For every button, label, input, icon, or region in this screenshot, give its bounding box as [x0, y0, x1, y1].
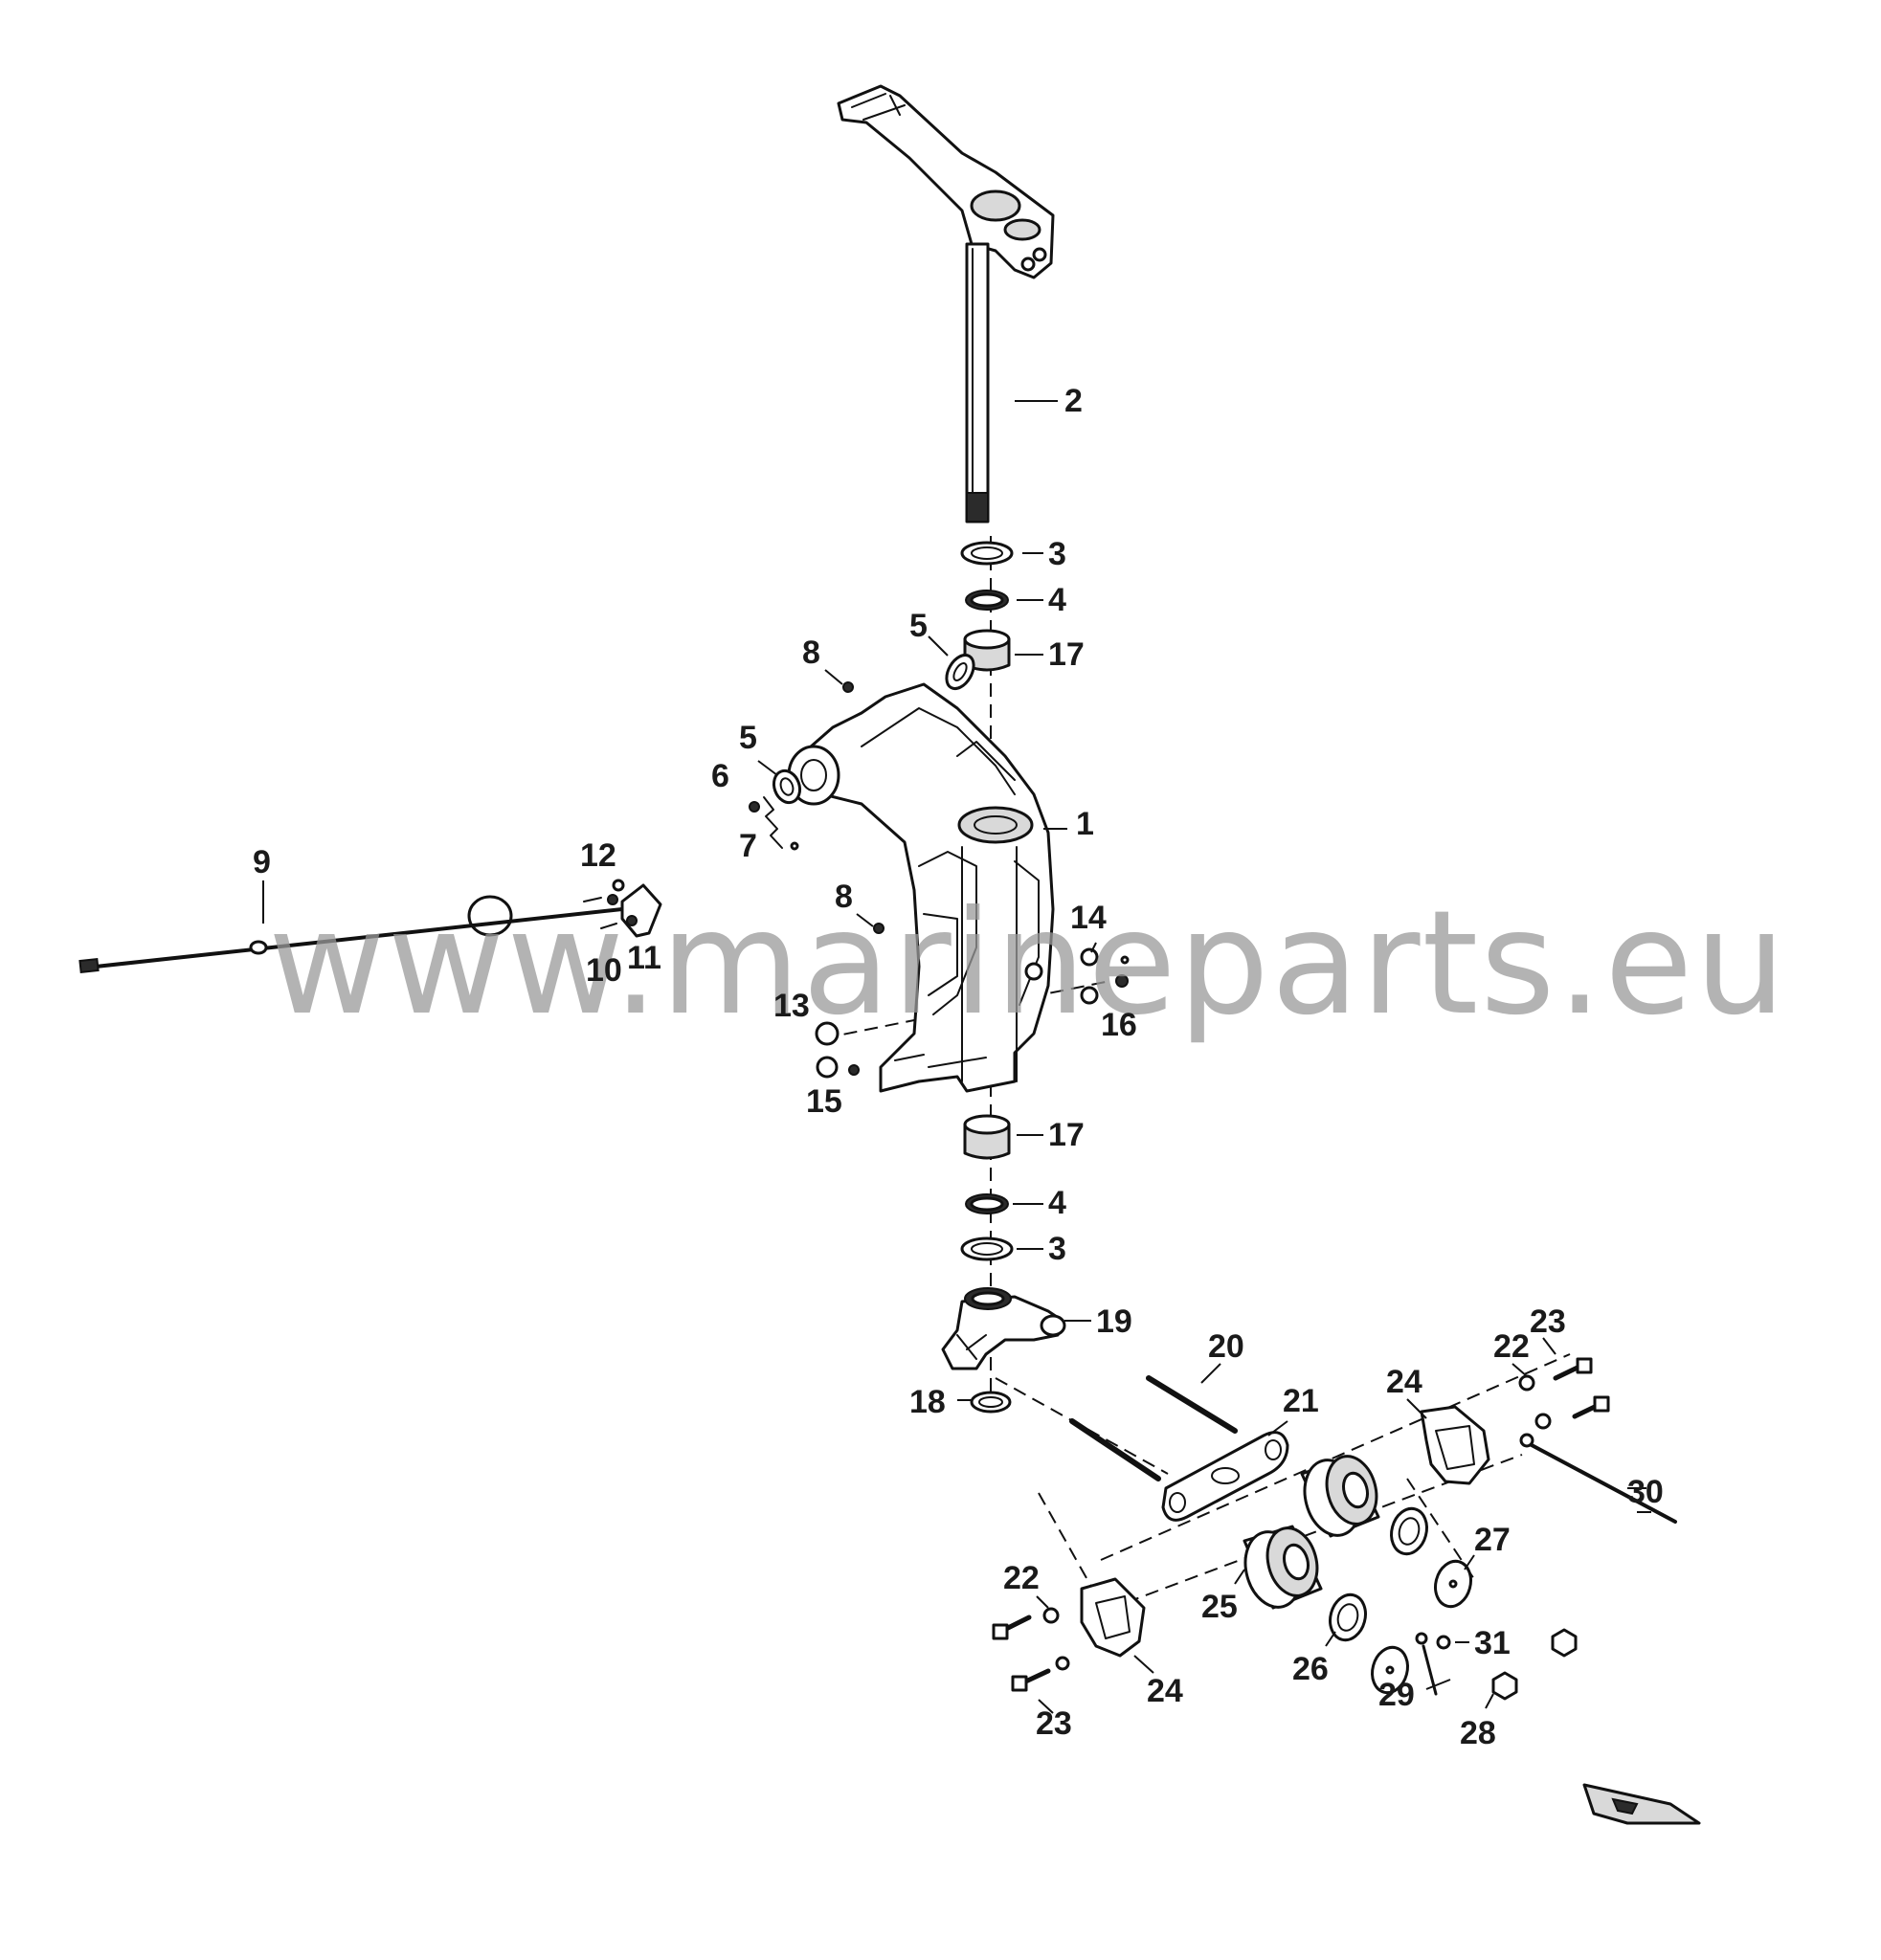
callout-7: 7 [739, 828, 757, 864]
callout-9: 9 [253, 844, 271, 880]
callout-2: 2 [1064, 383, 1083, 419]
callout-3-upper: 3 [1048, 536, 1066, 572]
engine-mounts [1243, 1455, 1380, 1610]
callout-14: 14 [1070, 900, 1107, 936]
callout-30: 30 [1627, 1474, 1664, 1510]
callout-23-right: 23 [1530, 1303, 1566, 1340]
callout-labels: 1 2 3 3 4 4 5 5 6 7 8 8 9 10 11 12 13 14… [253, 383, 1664, 1751]
link-pins [1069, 1375, 1289, 1522]
callout-5-upper: 5 [909, 608, 928, 644]
callout-27: 27 [1474, 1522, 1511, 1558]
callout-10: 10 [586, 952, 622, 989]
callout-15: 15 [806, 1083, 842, 1120]
callout-19: 19 [1096, 1303, 1132, 1340]
callout-26: 26 [1292, 1651, 1329, 1687]
callout-3-lower: 3 [1048, 1231, 1066, 1267]
callout-4-upper: 4 [1048, 582, 1066, 618]
swivel-bracket [787, 682, 1055, 1093]
callout-23-left: 23 [1036, 1705, 1072, 1742]
callout-28: 28 [1460, 1715, 1496, 1751]
boat-orientation-icon [1582, 1783, 1701, 1825]
callout-17-upper: 17 [1048, 636, 1085, 673]
callout-24-right: 24 [1386, 1364, 1422, 1400]
callout-22-left: 22 [1003, 1560, 1040, 1596]
callout-8-upper: 8 [802, 635, 820, 671]
callout-5-left: 5 [739, 720, 757, 756]
lower-bushing-stack [960, 1114, 1014, 1261]
callout-29: 29 [1378, 1677, 1415, 1713]
lower-yoke [941, 1287, 1066, 1414]
callout-8-lower: 8 [835, 879, 853, 915]
callout-13: 13 [773, 988, 810, 1024]
mount-washers [1329, 1506, 1472, 1695]
callout-25: 25 [1201, 1589, 1238, 1625]
fasteners [992, 1357, 1677, 1701]
callout-1: 1 [1076, 806, 1094, 842]
callout-24-left: 24 [1147, 1673, 1183, 1709]
bracket-fittings [749, 653, 1130, 1079]
callout-31: 31 [1474, 1625, 1511, 1661]
callout-21: 21 [1283, 1383, 1319, 1419]
callout-17-lower: 17 [1048, 1117, 1085, 1153]
leader-lines [262, 400, 1651, 1714]
steering-cable [78, 879, 662, 974]
callout-20: 20 [1208, 1328, 1244, 1365]
callout-16: 16 [1101, 1007, 1137, 1043]
callout-18: 18 [909, 1384, 946, 1420]
steering-arm-and-shaft [837, 84, 1055, 523]
callout-22-right: 22 [1493, 1328, 1530, 1365]
callout-11: 11 [627, 940, 661, 976]
callout-6: 6 [711, 758, 729, 794]
watermark-text: www.marineparts.eu [268, 880, 1788, 1047]
mount-brackets [1080, 1405, 1490, 1658]
callout-4-lower: 4 [1048, 1185, 1066, 1221]
callout-12: 12 [580, 837, 616, 874]
upper-bushing-stack [960, 541, 1014, 672]
